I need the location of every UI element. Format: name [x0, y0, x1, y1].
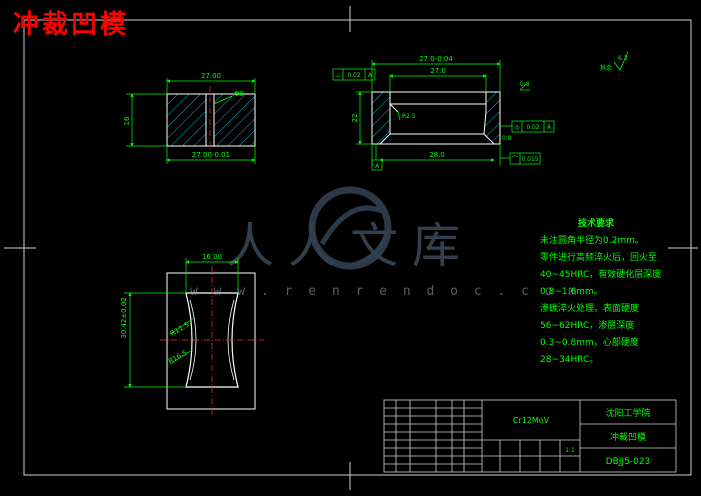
dim-bottom: 28.0 — [429, 151, 445, 159]
dim-top: 27.0-0.04 — [419, 55, 453, 63]
drawing-title: 冲裁凹模 — [13, 10, 130, 40]
drawing-number-cell: DBJJ5-023 — [606, 457, 651, 467]
sheet-frame — [4, 6, 698, 490]
dim-radius-1: R11.5 — [169, 321, 191, 338]
tech-line: 渗碳淬火处理，表面硬度 — [540, 304, 640, 314]
gdt-symbol: ⌒ — [512, 156, 518, 163]
school-cell: 沈阳工学院 — [605, 407, 650, 419]
tech-title: 技术要求 — [578, 219, 615, 229]
tech-line: 零件进行高频淬火后，回火至 — [540, 253, 658, 263]
tech-line: 0.3~0.8mm，心部硬度 — [540, 338, 639, 348]
gdt-value: 0.02 — [526, 124, 540, 131]
tolerance-frame-2: ◎ 0.02 A — [511, 120, 555, 133]
tech-line: 28~34HRC。 — [540, 355, 599, 365]
watermark-url: w w w . r e n r e n d o c . c o m — [190, 284, 581, 299]
dim-width-bottom: 27.00-0.01 — [192, 151, 230, 159]
dim-chamfer: R2.5 — [402, 113, 416, 120]
watermark-logo: 人人文库 — [226, 186, 474, 274]
tech-line: 0.8~1.6mm。 — [540, 287, 603, 297]
plan-view: 16.00 30.42±0.02 R11.5 R16.5 — [120, 253, 264, 416]
dim-plan-width: 16.00 — [202, 253, 222, 261]
tech-line: 56~62HRC，渗层深度 — [540, 321, 635, 331]
section-view-right: 27.0 27.0-0.04 28.0 22 R2.5 ⊥ 0.02 A ◎ 0… — [332, 55, 555, 171]
dim-plan-height: 30.42±0.02 — [120, 297, 128, 339]
tolerance-frame-1: ⊥ 0.02 A — [332, 68, 376, 81]
section-view-left: 27.00 16 27.00-0.01 Φ8 — [123, 72, 256, 164]
title-block — [383, 399, 677, 473]
roughness-2: 0.8 — [502, 135, 512, 142]
watermark-brand: 人人文库 — [226, 218, 474, 274]
svg-text:A: A — [375, 163, 380, 170]
datum-marker: A — [371, 159, 383, 171]
gdt-value: 0.015 — [521, 156, 538, 163]
roughness-value: 6.3 — [618, 55, 628, 62]
dim-width-top: 27.00 — [201, 72, 221, 80]
general-roughness: 其余 6.3 — [600, 51, 629, 72]
tech-line: 40~45HRC，有效硬化层深度 — [540, 270, 662, 280]
dim-height: 16 — [123, 116, 131, 125]
dim-hole: Φ8 — [234, 90, 244, 98]
dim-radius-2: R16.5 — [167, 349, 189, 366]
gdt-datum: A — [547, 124, 552, 131]
dim-height-right: 22 — [351, 114, 359, 123]
svg-text:其余: 其余 — [600, 64, 612, 72]
gdt-symbol: ⊥ — [335, 72, 340, 79]
gdt-datum: A — [368, 72, 373, 79]
technical-requirements: 技术要求 未注圆角半径为0.2mm。 零件进行高频淬火后，回火至 40~45HR… — [540, 216, 690, 369]
gdt-value: 0.02 — [347, 72, 361, 79]
scale-cell: 1:1 — [565, 447, 575, 454]
gdt-symbol: ◎ — [514, 124, 519, 131]
tolerance-frame-3: ⌒ 0.015 — [509, 152, 541, 165]
tech-line: 未注圆角半径为0.2mm。 — [540, 236, 644, 246]
dim-inner: 27.0 — [430, 67, 446, 75]
material-cell: Cr12MoV — [513, 416, 550, 425]
part-name-cell: 冲裁凹模 — [610, 431, 646, 443]
roughness-1: 0.8 — [520, 81, 530, 88]
